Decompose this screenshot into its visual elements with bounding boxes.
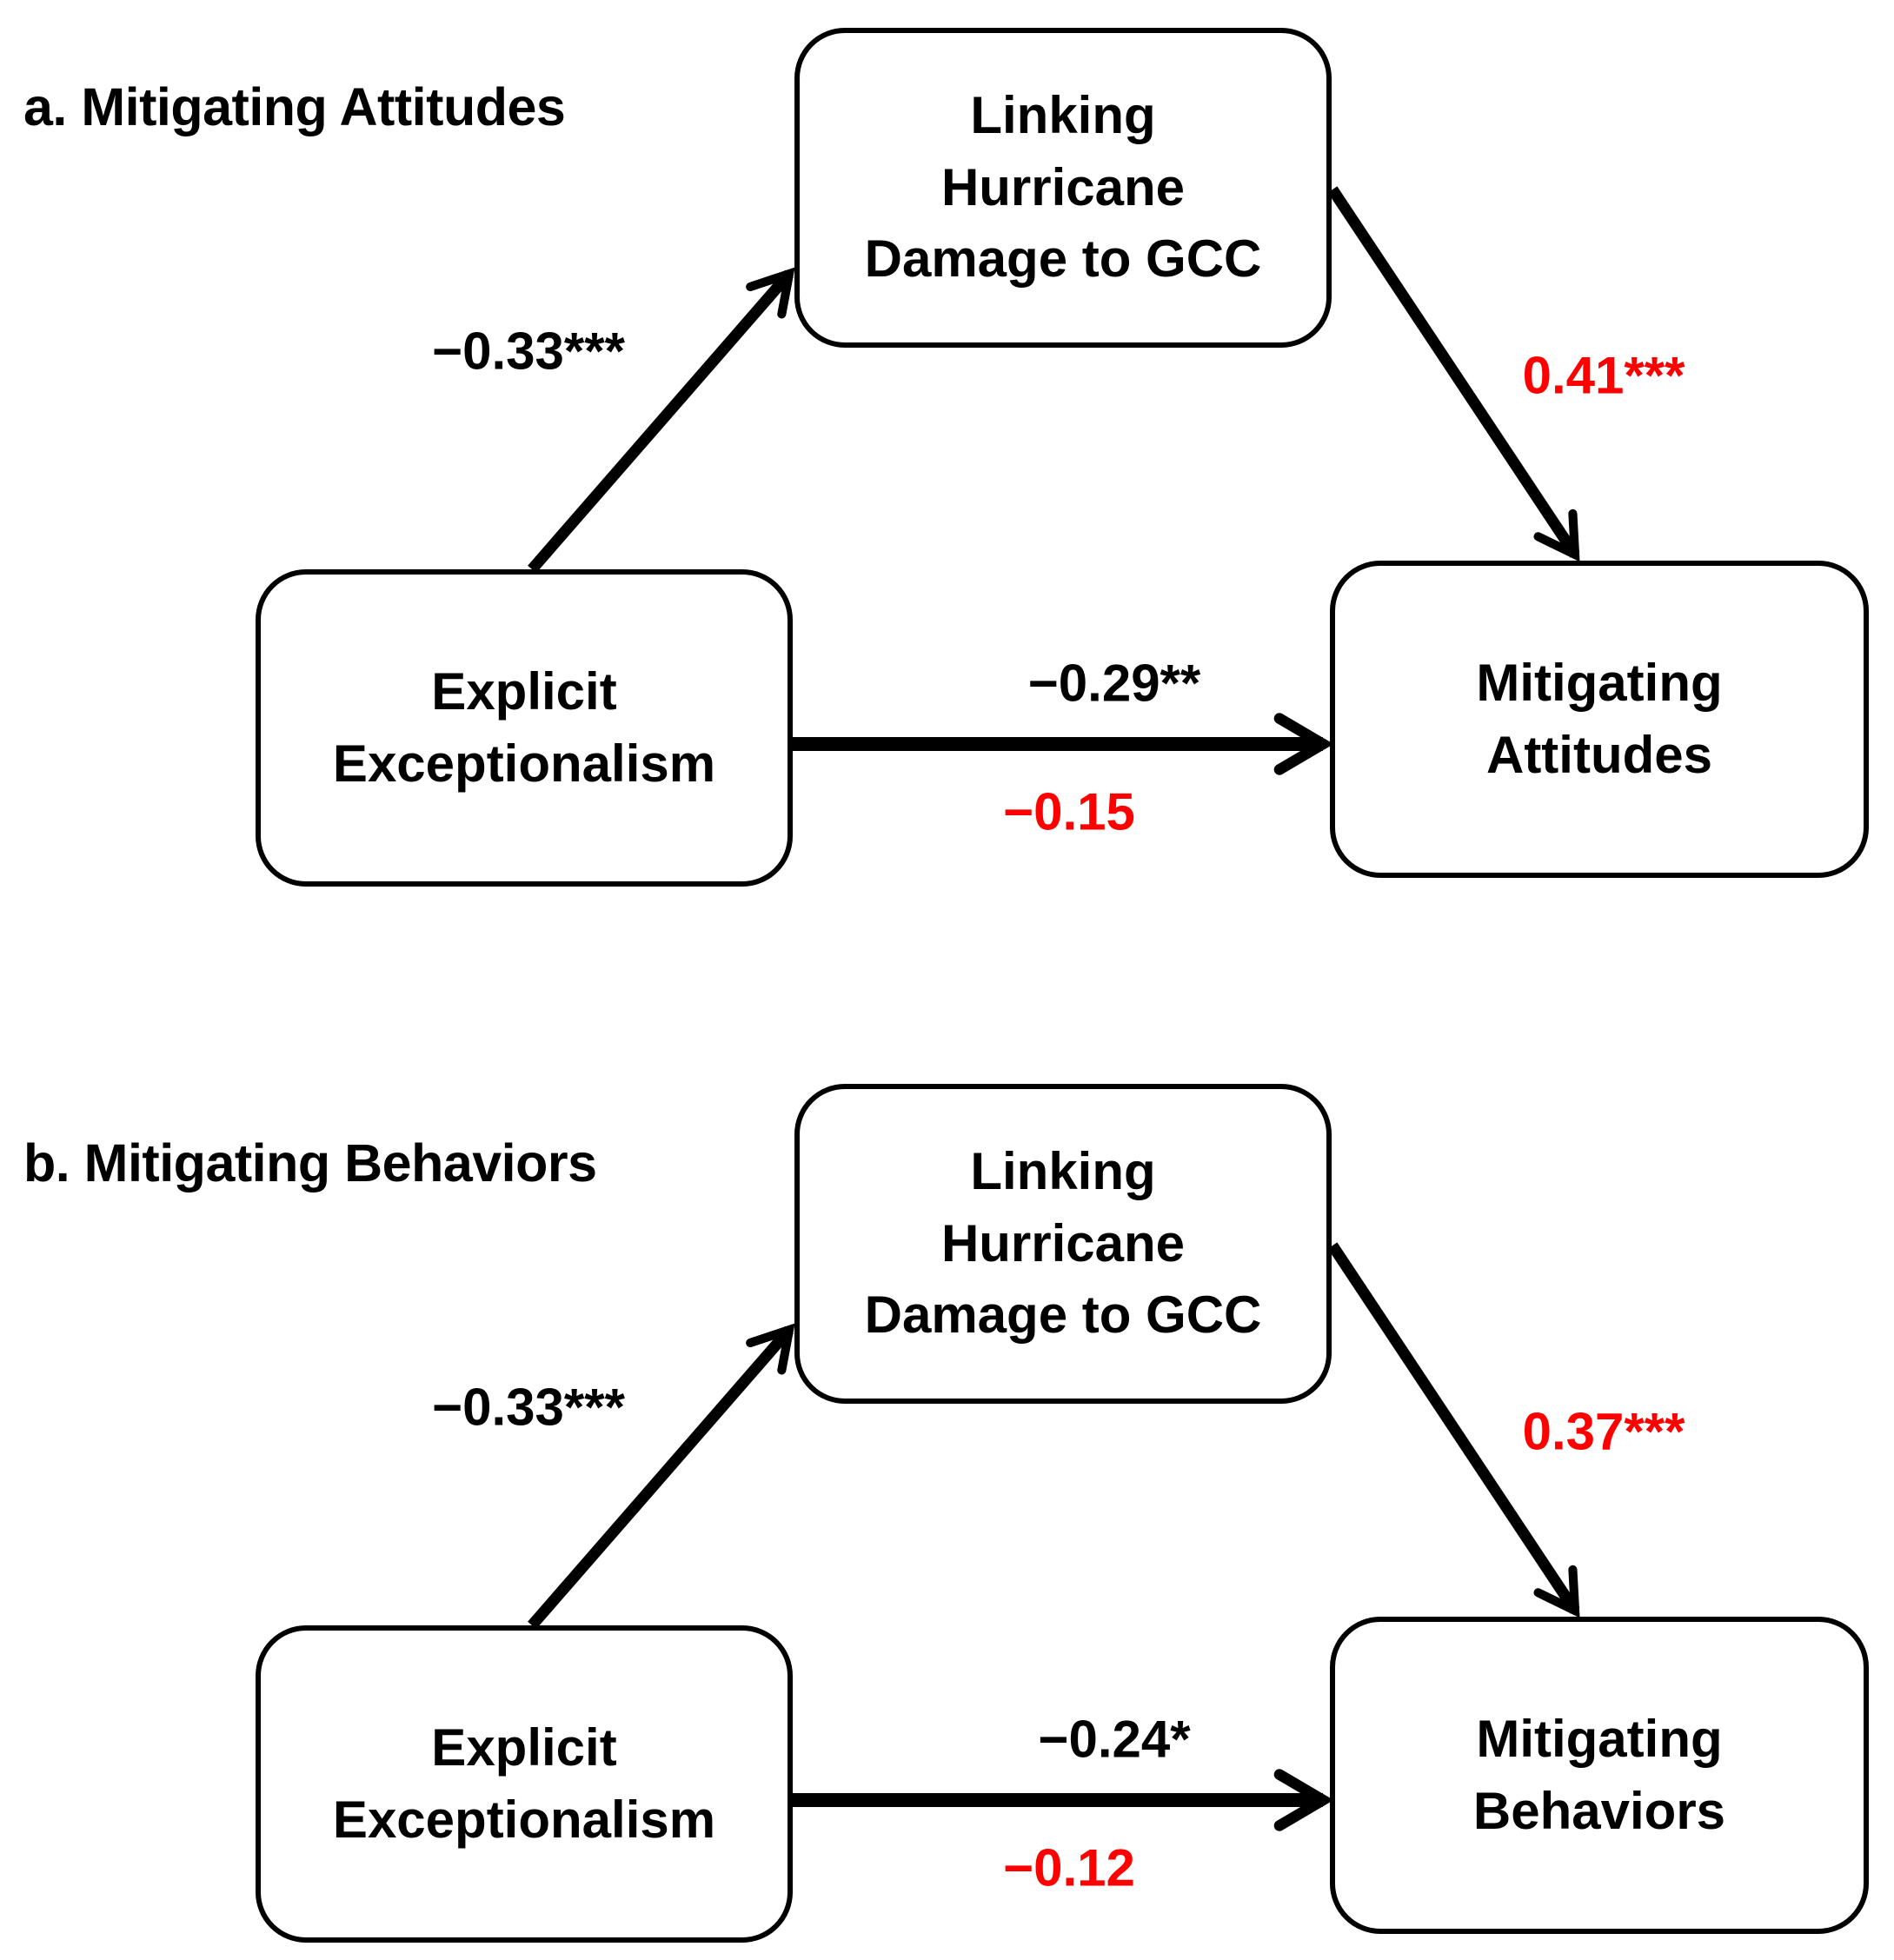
predictor-box: Explicit Exceptionalism [256, 569, 793, 887]
outcome-box: Mitigating Attitudes [1330, 561, 1869, 878]
predictor-label: Explicit Exceptionalism [332, 1717, 716, 1849]
mediator-label: Linking Hurricane Damage to GCC [864, 1141, 1262, 1345]
coefficient-mediator-to-outcome: 0.41*** [1522, 346, 1685, 405]
arrow-predictor-to-mediator [528, 1323, 795, 1630]
outcome-label: Mitigating Attitudes [1476, 653, 1723, 784]
coefficient-direct-effect: −0.24* [1038, 1710, 1191, 1769]
mediator-box: Linking Hurricane Damage to GCC [794, 28, 1332, 348]
arrow-mediator-to-outcome [1327, 186, 1580, 562]
predictor-box: Explicit Exceptionalism [256, 1625, 793, 1943]
predictor-label: Explicit Exceptionalism [332, 661, 716, 793]
panel-b-arrows [528, 1242, 1580, 1831]
coefficient-predictor-to-mediator: −0.33*** [432, 322, 625, 381]
coefficient-direct-effect: −0.29** [1027, 654, 1201, 713]
arrow-predictor-to-mediator [528, 267, 795, 574]
panel-a-title: a. Mitigating Attitudes [23, 77, 566, 136]
coefficient-adjusted-effect: −0.15 [1003, 782, 1135, 841]
mediator-label: Linking Hurricane Damage to GCC [864, 85, 1262, 289]
panel-b: b. Mitigating Behaviors Linking Hurrican… [0, 1056, 1894, 1960]
mediator-box: Linking Hurricane Damage to GCC [794, 1084, 1332, 1404]
outcome-box: Mitigating Behaviors [1330, 1617, 1869, 1934]
coefficient-mediator-to-outcome: 0.37*** [1522, 1402, 1685, 1461]
panel-a: a. Mitigating Attitudes Linking Hurrican… [23, 28, 1869, 887]
outcome-label: Mitigating Behaviors [1472, 1709, 1726, 1840]
arrow-mediator-to-outcome [1327, 1242, 1580, 1618]
coefficient-predictor-to-mediator: −0.33*** [432, 1378, 625, 1437]
panel-a-arrows [528, 186, 1580, 775]
panel-b-title: b. Mitigating Behaviors [23, 1133, 597, 1193]
coefficient-adjusted-effect: −0.12 [1003, 1838, 1135, 1897]
